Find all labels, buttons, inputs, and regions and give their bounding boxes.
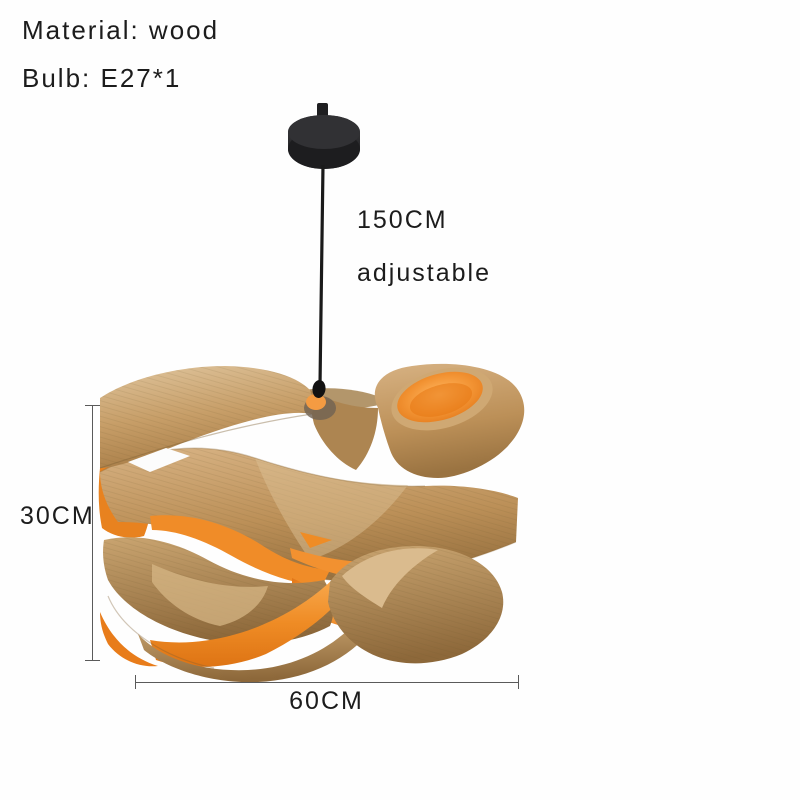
pendant-cord bbox=[312, 164, 326, 398]
cord-length-label: 150CM bbox=[357, 206, 448, 234]
width-dimension-cap-right bbox=[518, 675, 519, 689]
valley-orange-glow bbox=[306, 394, 326, 410]
canopy-stem bbox=[317, 103, 328, 117]
canopy-top bbox=[288, 115, 360, 149]
height-dimension-cap-bottom bbox=[85, 660, 100, 661]
ceiling-canopy bbox=[288, 103, 360, 169]
cord-adjustable-label: adjustable bbox=[357, 259, 491, 287]
lampshade-orange-sliver bbox=[300, 532, 332, 548]
lampshade-middle-ribbon-highlight bbox=[255, 458, 408, 560]
ribbon-edge-line bbox=[99, 413, 313, 469]
fold-inner-face bbox=[152, 564, 268, 626]
height-dimension-cap-top bbox=[85, 405, 100, 406]
lampshade bbox=[98, 363, 525, 683]
lampshade-orange-sliver bbox=[150, 515, 330, 586]
lampshade-white-gap bbox=[128, 448, 190, 472]
width-dimension-label: 60CM bbox=[289, 687, 364, 715]
lampshade-orange-corner bbox=[100, 612, 158, 667]
ribbon-edge-line bbox=[107, 595, 215, 669]
material-spec-text: Material: wood bbox=[22, 15, 220, 45]
lampshade-bottom-band bbox=[138, 622, 368, 683]
bulb-spec-text: Bulb: E27*1 bbox=[22, 63, 182, 93]
height-dimension-line bbox=[92, 405, 93, 660]
width-dimension-cap-left bbox=[135, 675, 136, 689]
lampshade-orange-underside bbox=[150, 578, 346, 667]
cord-wire bbox=[318, 164, 325, 387]
cord-connector bbox=[312, 380, 326, 398]
curl-opening-orange-deep bbox=[409, 383, 473, 417]
height-dimension-label: 30CM bbox=[20, 502, 95, 530]
width-dimension-line bbox=[135, 682, 518, 683]
loop-top-face bbox=[342, 548, 438, 608]
